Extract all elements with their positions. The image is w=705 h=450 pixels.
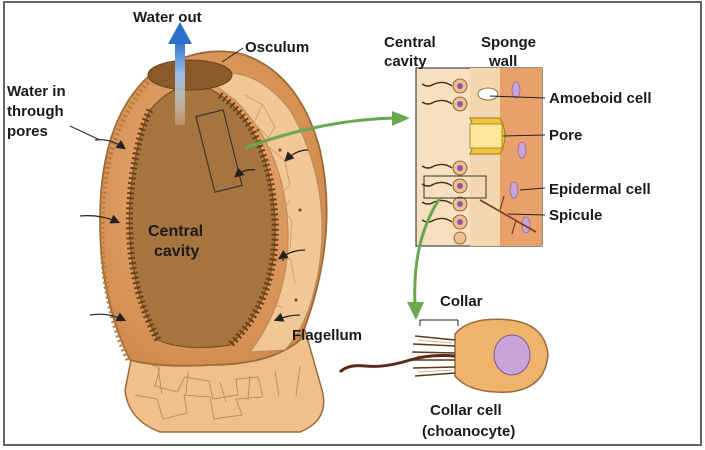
arrow-to-collar-cell [413, 197, 442, 306]
base-cell-pattern [134, 359, 301, 420]
inset-pointer-lines [489, 95, 546, 216]
collar-cell [338, 318, 549, 393]
label-water-in-3: pores [7, 123, 48, 140]
frame-border [3, 1, 702, 446]
label-collar-cell-1: Collar cell [430, 402, 502, 419]
arrow-to-inset-head [392, 111, 410, 126]
label-sponge-wall-1: Sponge [481, 34, 536, 51]
body-inset-box [195, 109, 243, 193]
collar-microvilli [411, 335, 456, 377]
collar-bracket [419, 319, 459, 326]
label-spicule: Spicule [549, 207, 602, 224]
osculum-opening [147, 59, 233, 91]
water-in-arrows [79, 139, 309, 322]
label-epidermal-cell: Epidermal cell [549, 181, 651, 198]
label-water-in-2: through [7, 103, 64, 120]
osculum-pointer [221, 47, 244, 63]
cavity-lining-right [217, 92, 279, 348]
sponge-wall-section [203, 72, 323, 353]
inset-collar-nuclei [457, 83, 463, 225]
cavity-lining-left [125, 108, 162, 342]
sponge-body [99, 50, 328, 433]
outer-lining-left [99, 78, 152, 362]
label-collar: Collar [440, 293, 483, 310]
label-water-in-1: Water in [7, 83, 66, 100]
inset-panel [415, 67, 543, 247]
water-in-pointer [69, 125, 101, 141]
label-pore: Pore [549, 127, 582, 144]
inset-spicule [479, 199, 537, 233]
label-water-out: Water out [133, 9, 202, 26]
inset-spicule-branches [499, 195, 517, 235]
label-osculum: Osculum [245, 39, 309, 56]
label-amoeboid-cell: Amoeboid cell [549, 90, 652, 107]
label-inset-central-cavity-2: cavity [384, 53, 427, 70]
collar-cell-flagellum [338, 354, 456, 374]
inset-collar-box [423, 175, 487, 199]
inset-amoeboid-cell [477, 87, 499, 101]
collar-cell-nucleus [493, 334, 531, 376]
arrow-to-inset [244, 116, 396, 150]
arrow-to-collar-cell-head [407, 302, 424, 320]
label-inset-central-cavity-1: Central [384, 34, 436, 51]
label-central-cavity-1: Central [148, 223, 203, 240]
inset-epidermal-nuclei [509, 81, 531, 234]
water-out-arrow [168, 22, 192, 125]
label-collar-cell-2: (choanocyte) [422, 423, 515, 440]
label-flagellum: Flagellum [292, 327, 362, 344]
label-central-cavity-2: cavity [154, 243, 199, 260]
label-sponge-wall-2: wall [488, 53, 517, 70]
inset-flagella [421, 81, 453, 223]
